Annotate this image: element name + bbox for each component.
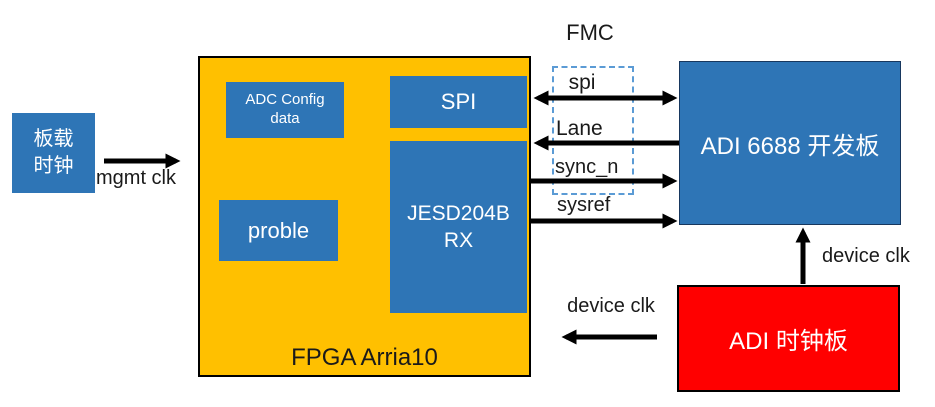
jesd204b-label-line2: RX [443, 229, 474, 252]
fmc-label: FMC [566, 20, 614, 45]
device-clk-up-signal-label: device clk [822, 245, 910, 267]
lane-signal-label: Lane [556, 117, 603, 140]
mgmt-clk-signal-label: mgmt clk [96, 167, 176, 189]
adi6688-board-label: ADI 6688 开发板 [700, 132, 880, 160]
onboard-clock-label-line2: 时钟 [33, 155, 74, 177]
proble-box: proble [219, 200, 338, 261]
sync-n-signal-label: sync_n [555, 156, 619, 178]
adc-config-box: ADC Config data [226, 82, 344, 138]
adc-config-label-line2: data [270, 110, 300, 127]
fpga-label: FPGA Arria10 [291, 344, 438, 371]
adi-clock-board-box: ADI 时钟板 [677, 285, 900, 392]
device-clk-left-signal-label: device clk [567, 295, 655, 317]
sysref-signal-label: sysref [557, 194, 611, 216]
fmc-dashed-region [552, 66, 634, 195]
adi-clock-board-label: ADI 时钟板 [729, 328, 848, 355]
proble-label: proble [247, 217, 310, 243]
jesd204b-label-line1: JESD204B [407, 201, 510, 225]
spi-signal-label: spi [568, 71, 596, 94]
onboard-clock-box: 板载 时钟 [12, 113, 95, 193]
adc-config-label-line1: ADC Config [245, 91, 325, 109]
spi-block-box: SPI [390, 76, 527, 128]
jesd204b-rx-box: JESD204B RX [390, 141, 527, 313]
onboard-clock-label-line1: 板载 [33, 128, 74, 150]
spi-block-label: SPI [440, 89, 477, 114]
adi6688-board-box: ADI 6688 开发板 [679, 61, 901, 225]
